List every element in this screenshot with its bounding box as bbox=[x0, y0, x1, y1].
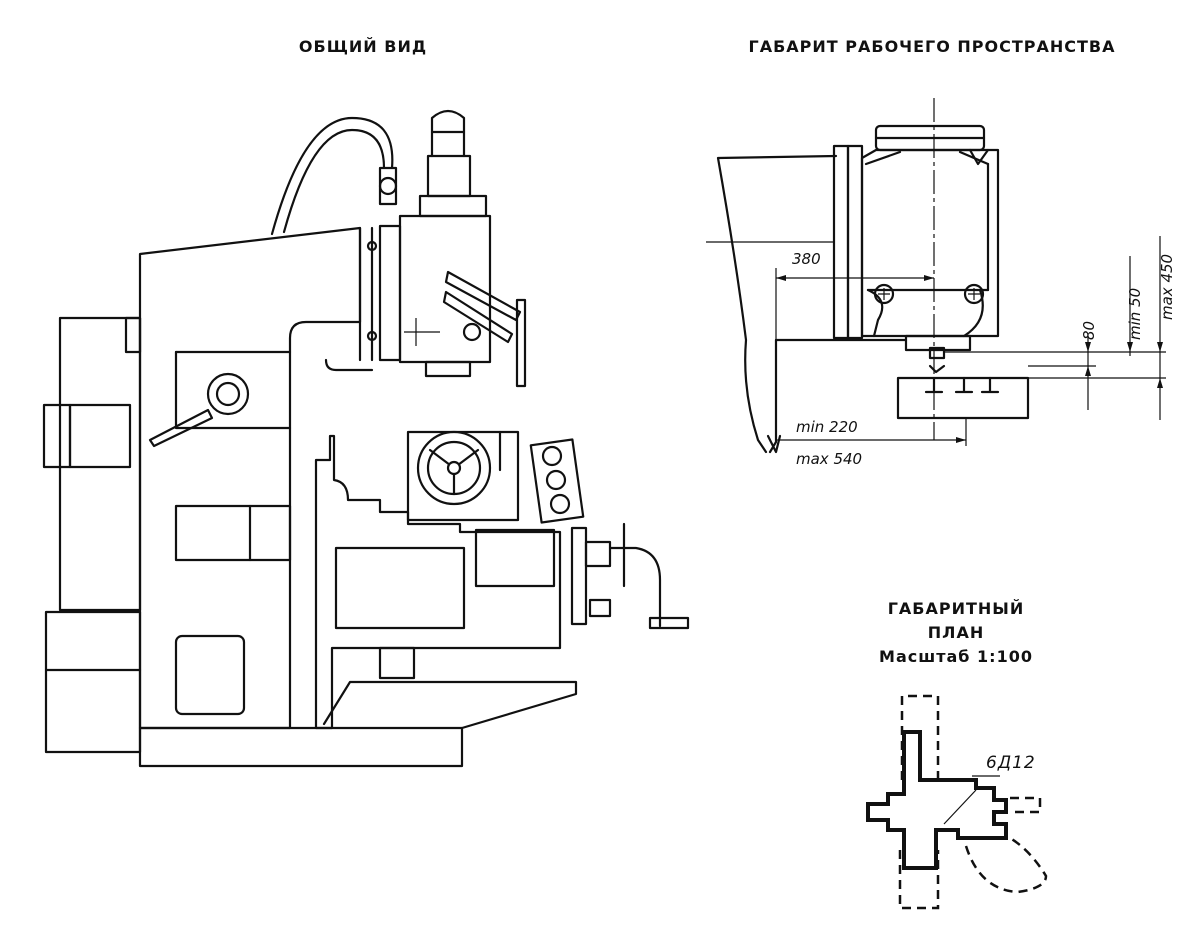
crank-hub bbox=[584, 540, 612, 568]
head-lever-icon bbox=[442, 290, 514, 344]
plan-swing-arc bbox=[964, 836, 1048, 894]
workspace-diagram: 380 80 min 50 max 450 min 220 max 540 bbox=[706, 98, 1176, 468]
head-chamfer bbox=[864, 150, 990, 166]
left-housing bbox=[58, 316, 142, 612]
knee-panel bbox=[334, 546, 466, 630]
crank-lock bbox=[588, 598, 612, 618]
control-box bbox=[529, 438, 585, 524]
ram-curve bbox=[324, 358, 374, 372]
dim-380: 380 bbox=[792, 250, 821, 268]
plan-machine-outline bbox=[866, 730, 1008, 870]
work-table bbox=[406, 430, 520, 522]
plan-leader bbox=[943, 789, 977, 825]
dim-80: 80 bbox=[1080, 321, 1098, 340]
bolt-icon bbox=[366, 330, 378, 342]
coolant-hose-inner bbox=[282, 128, 386, 234]
head-notch-icon bbox=[968, 148, 990, 166]
hose-valve-knob-icon bbox=[378, 176, 398, 196]
housing-tab bbox=[124, 316, 142, 354]
coolant-hose-outer bbox=[270, 116, 394, 236]
crank-bracket bbox=[570, 526, 588, 626]
crank-handle bbox=[648, 616, 690, 630]
head-screw-icon bbox=[462, 322, 482, 342]
arrow-icon bbox=[956, 437, 966, 443]
lower-housing bbox=[44, 610, 142, 754]
arrow-icon bbox=[1085, 342, 1091, 376]
plan-clearance-right bbox=[1010, 796, 1042, 814]
control-button-icon bbox=[545, 469, 567, 491]
head-slide bbox=[378, 224, 402, 362]
plan-model-label: 6Д12 bbox=[986, 753, 1036, 773]
hose-valve bbox=[378, 166, 398, 206]
column-panel bbox=[174, 504, 292, 562]
spindle-top-icon bbox=[430, 109, 466, 158]
tool-tip-icon bbox=[928, 364, 946, 374]
dim-min220: min 220 bbox=[796, 418, 858, 436]
motor-cap bbox=[42, 403, 72, 469]
title-workspace: ГАБАРИТ РАБОЧЕГО ПРОСТРАНСТВА bbox=[749, 37, 1116, 56]
head-lever-icon bbox=[444, 270, 522, 322]
dial-inner-icon bbox=[215, 381, 241, 407]
handwheel-hub-icon bbox=[446, 460, 462, 476]
knee-box bbox=[474, 528, 556, 588]
column-rib bbox=[846, 144, 864, 340]
plan-clearance-vertical bbox=[898, 694, 940, 910]
crank-arm-icon bbox=[608, 546, 662, 628]
screw-icon bbox=[873, 283, 895, 305]
arm-tip-icon bbox=[766, 434, 782, 454]
arrow-icon bbox=[1127, 342, 1133, 352]
knee-support bbox=[322, 680, 578, 730]
spindle-nose bbox=[904, 334, 972, 352]
head-lower-curves bbox=[866, 288, 984, 338]
title-plan-scale: Масштаб 1:100 bbox=[879, 647, 1033, 666]
head-top-plate bbox=[418, 194, 488, 218]
title-plan-line1: ГАБАРИТНЫЙ bbox=[888, 599, 1025, 618]
column-rib bbox=[832, 144, 850, 340]
column-door bbox=[174, 634, 246, 716]
screw-cross bbox=[878, 288, 890, 300]
screw-icon bbox=[963, 283, 985, 305]
dim-max540: max 540 bbox=[796, 450, 862, 468]
spindle-tool bbox=[928, 346, 946, 360]
screw-cross bbox=[968, 288, 980, 300]
arm-drop bbox=[768, 338, 778, 454]
title-plan-line2: ПЛАН bbox=[928, 623, 984, 642]
control-button-icon bbox=[541, 445, 563, 467]
arrow-icon bbox=[1157, 342, 1163, 388]
control-button-icon bbox=[549, 493, 571, 515]
dim-max450: max 450 bbox=[1158, 254, 1176, 320]
spindle-nose bbox=[424, 360, 472, 378]
motor-body bbox=[68, 403, 132, 469]
bolt-icon bbox=[366, 240, 378, 252]
milling-machine-view bbox=[42, 109, 690, 768]
head-body bbox=[860, 148, 1000, 338]
knee-body bbox=[314, 434, 562, 730]
head-lever-grip bbox=[515, 298, 527, 388]
outline-plan: 6Д12 bbox=[866, 694, 1048, 910]
t-slots bbox=[924, 376, 1000, 394]
column-window bbox=[174, 350, 292, 430]
column-lever-icon bbox=[148, 408, 214, 448]
column-body bbox=[138, 226, 362, 730]
column-outline bbox=[716, 154, 838, 454]
machine-base bbox=[138, 726, 464, 768]
knee-post bbox=[378, 646, 416, 680]
dim-min50: min 50 bbox=[1126, 288, 1144, 340]
spindle-motor bbox=[426, 154, 472, 198]
title-general-view: ОБЩИЙ ВИД bbox=[299, 37, 427, 56]
